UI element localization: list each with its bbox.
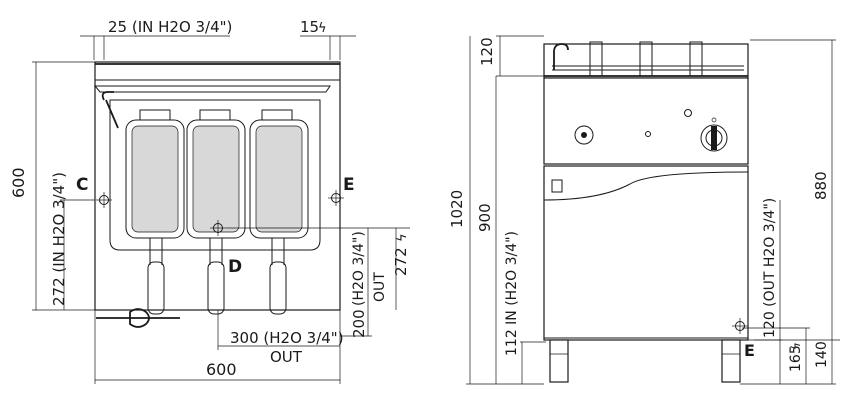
pilot-light-icon xyxy=(645,131,651,137)
electric-symbol-icon-3: ϟ xyxy=(789,342,803,350)
side-right-lower-label: 120 (OUT H2O 3/4") xyxy=(762,198,778,338)
indicator-center-icon xyxy=(581,132,587,138)
marker-d-label: D xyxy=(228,257,242,277)
side-bottom-label-165: 165 xyxy=(788,345,804,372)
front-out-word-vertical: OUT xyxy=(372,272,388,302)
basket-handles xyxy=(147,238,287,315)
marker-e-label: E xyxy=(343,175,355,195)
side-bottom-label-140: 140 xyxy=(814,341,830,368)
basket-left xyxy=(125,109,185,239)
side-right-height-label: 880 xyxy=(812,171,830,200)
front-top-right-label: 15 xyxy=(300,18,319,36)
electric-symbol-icon-2: ϟ xyxy=(395,233,410,242)
thermostat-dial-icon xyxy=(700,124,728,152)
front-view: 25 (IN H2O 3/4") 15 ϟ 600 272 (IN H2O 3/… xyxy=(9,18,410,384)
front-left-lower-label: 272 (IN H2O 3/4") xyxy=(50,172,68,306)
marker-c-label: C xyxy=(76,175,88,195)
front-lower-vertical-label: 200 xyxy=(350,309,368,338)
front-width-label: 600 xyxy=(206,360,237,379)
electric-symbol-icon: ϟ xyxy=(318,21,327,36)
front-height-label: 600 xyxy=(9,167,28,198)
front-out-label-vertical: (H2O 3/4") xyxy=(351,231,367,306)
brand-logo-icon xyxy=(551,179,563,193)
front-bottom-label-line2: OUT xyxy=(270,348,303,366)
side-view: 120 1020 900 112 IN (H2O 3/4") 880 xyxy=(448,35,840,385)
dial-pointer-icon xyxy=(711,126,717,150)
front-bottom-label-line1: 300 (H2O 3/4") xyxy=(230,329,344,347)
indicator-knob-icon xyxy=(574,125,594,145)
side-left-lower-label: 112 IN (H2O 3/4") xyxy=(504,231,520,356)
basket-center xyxy=(186,109,246,239)
side-inner-height-label: 900 xyxy=(476,203,494,232)
front-top-left-label: 25 (IN H2O 3/4") xyxy=(108,18,232,36)
pilot-light-2-icon xyxy=(684,109,692,117)
side-total-height-label: 1020 xyxy=(448,190,466,228)
front-right-vertical-label: 272 xyxy=(392,247,410,276)
basket-right xyxy=(249,109,309,239)
side-marker-e-label: E xyxy=(744,341,755,360)
side-top-label: 120 xyxy=(478,37,496,66)
